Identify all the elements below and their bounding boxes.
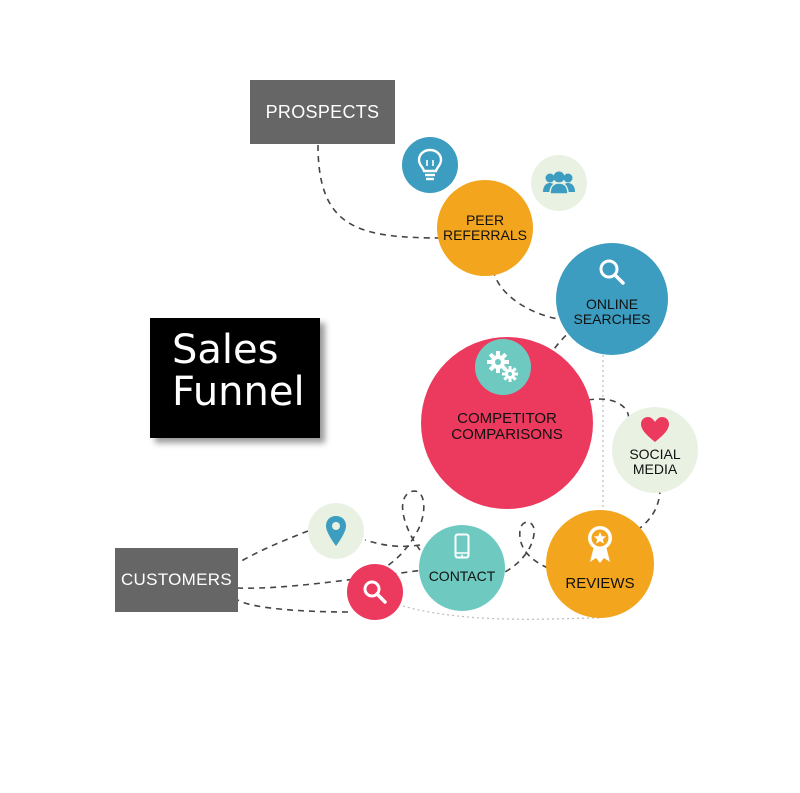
path-contact-to-pin	[364, 539, 421, 548]
social-media-line-2: MEDIA	[632, 461, 678, 477]
path-reviews-to-contact	[504, 521, 549, 573]
award-ribbon-icon	[582, 522, 618, 566]
title-box: Sales Funnel	[150, 318, 320, 438]
location-pin-icon	[308, 503, 364, 559]
dotted-search-to-reviews	[402, 605, 601, 620]
path-social-to-reviews	[639, 487, 661, 529]
heart-icon	[637, 415, 673, 445]
path-search-to-customers	[237, 599, 349, 613]
path-pin-to-customers	[237, 530, 309, 564]
competitor-comparisons-label: COMPETITOR COMPARISONS	[421, 411, 593, 443]
lightbulb-circle	[402, 137, 458, 193]
smartphone-icon	[450, 531, 474, 561]
path-prospects-to-referrals	[317, 144, 446, 239]
reviews-label: REVIEWS	[565, 575, 635, 592]
lightbulb-icon	[402, 137, 458, 193]
location-pin-circle	[308, 503, 364, 559]
online-searches-label: ONLINE SEARCHES	[556, 297, 668, 327]
path-contact-loop	[369, 490, 425, 576]
social-media-label: SOCIAL MEDIA	[612, 447, 698, 477]
customers-label: CUSTOMERS	[120, 570, 232, 589]
customers-box: CUSTOMERS	[115, 548, 238, 612]
path-competitor-to-social	[587, 398, 630, 423]
contact-label: CONTACT	[428, 568, 496, 584]
competitor-comparisons-line-1: COMPETITOR	[457, 410, 557, 427]
gears-circle	[475, 339, 531, 395]
search-circle	[347, 564, 403, 620]
peer-referrals-line-2: REFERRALS	[442, 227, 528, 243]
people-circle	[531, 155, 587, 211]
gears-icon	[475, 339, 531, 395]
title-line-1: Sales	[172, 327, 279, 373]
path-loop-to-customers	[237, 567, 441, 589]
reviews-circle: REVIEWS	[546, 510, 654, 618]
prospects-label: PROSPECTS	[265, 101, 380, 122]
contact-circle: CONTACT	[419, 525, 505, 611]
magnifier-icon	[592, 255, 632, 289]
peer-referrals-label: PEER REFERRALS	[437, 213, 533, 243]
online-searches-line-2: SEARCHES	[573, 311, 651, 327]
prospects-box: PROSPECTS	[250, 80, 395, 144]
title-line-2: Funnel	[172, 369, 305, 415]
competitor-comparisons-line-2: COMPARISONS	[451, 426, 563, 443]
path-referrals-to-searches	[492, 269, 567, 321]
search-icon	[347, 564, 403, 620]
social-media-circle: SOCIAL MEDIA	[612, 407, 698, 493]
online-searches-circle: ONLINE SEARCHES	[556, 243, 668, 355]
people-icon	[531, 155, 587, 211]
online-searches-line-1: ONLINE	[585, 296, 639, 312]
peer-referrals-circle: PEER REFERRALS	[437, 180, 533, 276]
peer-referrals-line-1: PEER	[465, 212, 505, 228]
social-media-line-1: SOCIAL	[629, 446, 681, 462]
